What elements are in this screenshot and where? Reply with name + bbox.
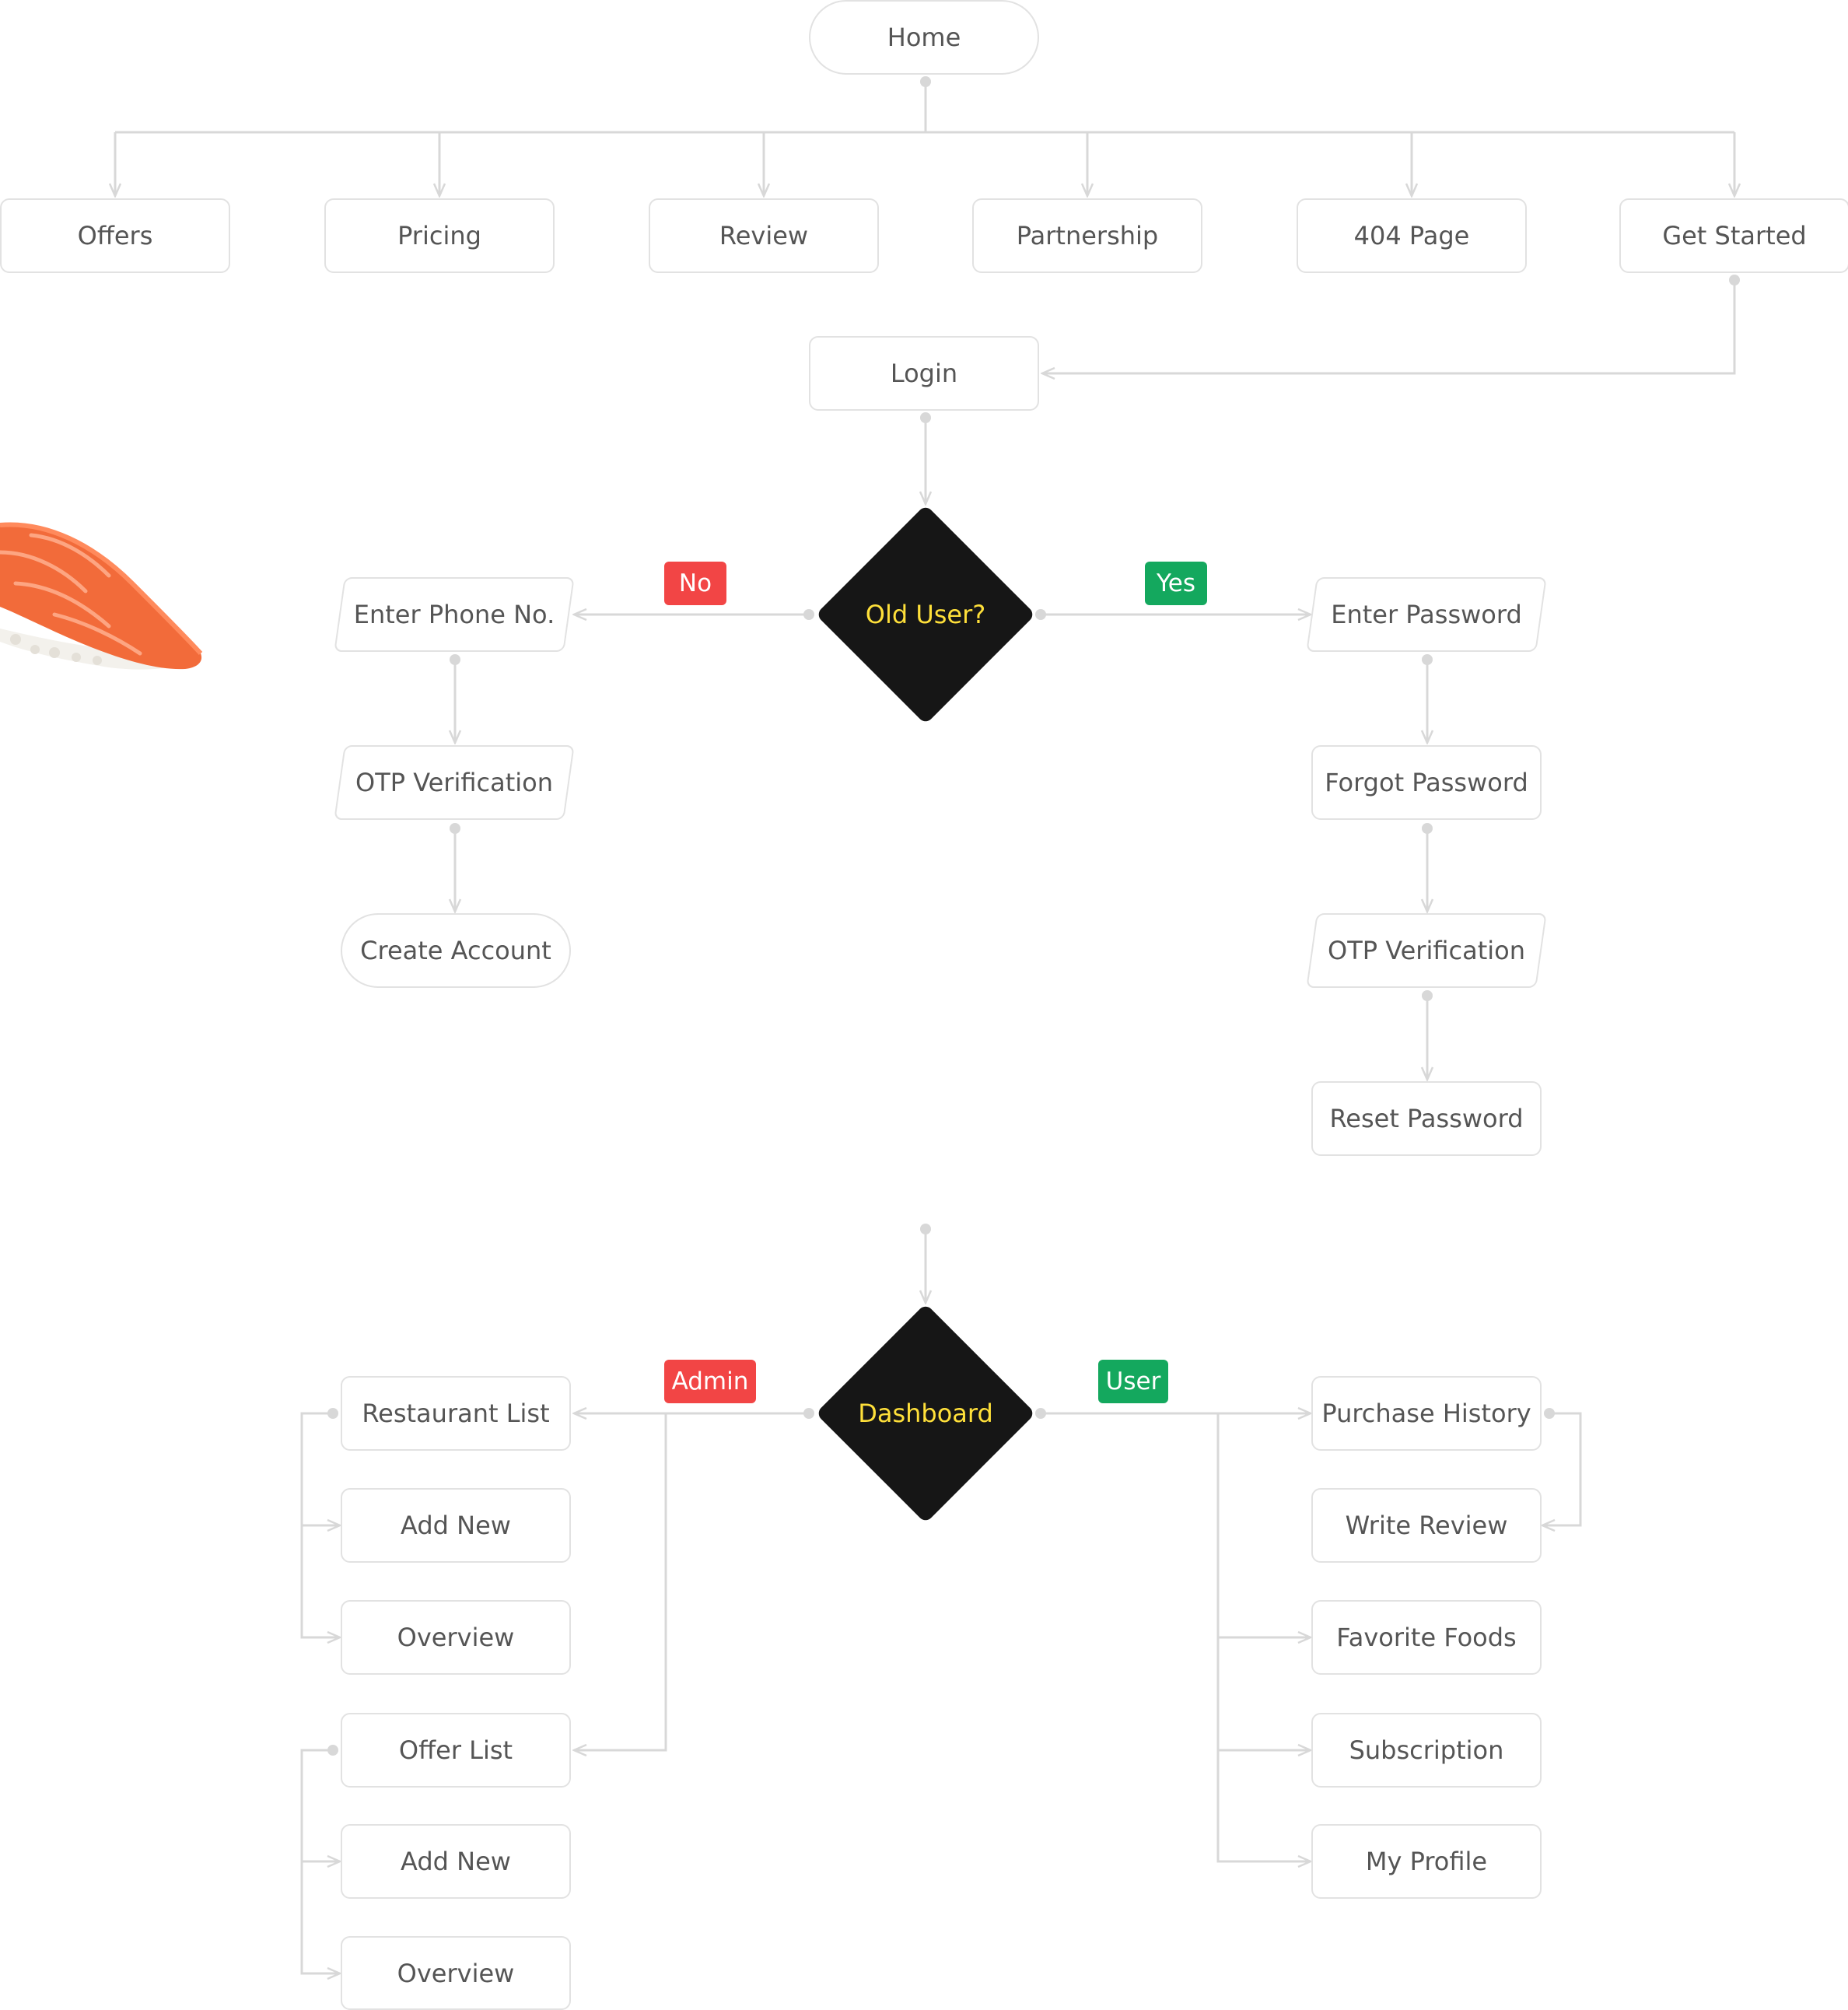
- enter-password-node[interactable]: Enter Password: [1306, 577, 1547, 652]
- reset-password-node[interactable]: Reset Password: [1311, 1081, 1542, 1156]
- review-node[interactable]: Review: [649, 198, 879, 273]
- salmon-nigiri-icon: [0, 522, 203, 670]
- otp-verification-new-node[interactable]: OTP Verification: [334, 745, 575, 820]
- forgot-password-node[interactable]: Forgot Password: [1311, 745, 1542, 820]
- admin-tag: Admin: [664, 1360, 756, 1403]
- partnership-node[interactable]: Partnership: [972, 198, 1202, 273]
- purchase-history-node[interactable]: Purchase History: [1311, 1376, 1542, 1451]
- old-user-decision[interactable]: Old User?: [815, 504, 1036, 725]
- no-tag: No: [664, 562, 726, 605]
- otp-verification-old-label: OTP Verification: [1328, 936, 1525, 965]
- otp-verification-old-node[interactable]: OTP Verification: [1306, 913, 1547, 988]
- 404-page-node[interactable]: 404 Page: [1297, 198, 1527, 273]
- get-started-node[interactable]: Get Started: [1619, 198, 1848, 273]
- restaurant-list-node[interactable]: Restaurant List: [341, 1376, 571, 1451]
- home-node[interactable]: Home: [809, 0, 1039, 75]
- create-account-node[interactable]: Create Account: [341, 913, 571, 988]
- favorite-foods-node[interactable]: Favorite Foods: [1311, 1600, 1542, 1675]
- my-profile-node[interactable]: My Profile: [1311, 1824, 1542, 1899]
- user-tag: User: [1098, 1360, 1168, 1403]
- otp-verification-new-label: OTP Verification: [355, 768, 553, 797]
- offer-overview-node[interactable]: Overview: [341, 1936, 571, 2010]
- offer-add-new-node[interactable]: Add New: [341, 1824, 571, 1899]
- yes-tag: Yes: [1145, 562, 1207, 605]
- restaurant-overview-node[interactable]: Overview: [341, 1600, 571, 1675]
- enter-phone-label: Enter Phone No.: [353, 600, 555, 629]
- subscription-node[interactable]: Subscription: [1311, 1713, 1542, 1788]
- offers-node[interactable]: Offers: [0, 198, 230, 273]
- restaurant-add-new-node[interactable]: Add New: [341, 1488, 571, 1563]
- pricing-node[interactable]: Pricing: [324, 198, 555, 273]
- enter-phone-node[interactable]: Enter Phone No.: [334, 577, 575, 652]
- dashboard-label: Dashboard: [858, 1399, 993, 1428]
- offer-list-node[interactable]: Offer List: [341, 1713, 571, 1788]
- write-review-node[interactable]: Write Review: [1311, 1488, 1542, 1563]
- login-node[interactable]: Login: [809, 336, 1039, 411]
- decision-label: Old User?: [865, 600, 986, 629]
- dashboard-decision[interactable]: Dashboard: [815, 1303, 1036, 1524]
- enter-password-label: Enter Password: [1331, 600, 1522, 629]
